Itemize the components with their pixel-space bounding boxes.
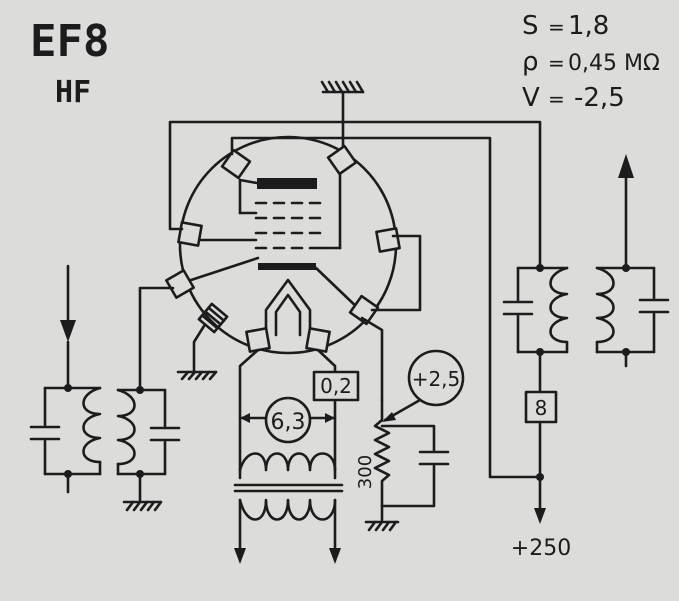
pin xyxy=(375,227,401,253)
output-secondary xyxy=(595,154,670,368)
arrow-down-icon xyxy=(60,320,76,342)
pin xyxy=(305,327,331,353)
wire-g1-loop xyxy=(168,120,542,270)
ground-cathode xyxy=(364,520,400,532)
arrow-up-icon xyxy=(618,154,634,178)
wire-cathode-cap-bottom xyxy=(380,464,436,508)
cathode xyxy=(258,263,316,270)
spec-symbol-rho: ρ xyxy=(522,47,539,77)
pin xyxy=(220,148,252,180)
arrow-down-icon xyxy=(329,548,341,564)
wire-screen xyxy=(230,136,542,479)
spec-sep-s: = xyxy=(548,15,565,39)
locating-key xyxy=(197,302,229,334)
cathode-voltage: +2,5 xyxy=(412,367,461,391)
supply-voltage: +250 xyxy=(511,536,571,561)
output-tank: 8 +250 xyxy=(502,264,571,561)
arrow-down-icon xyxy=(534,508,546,524)
pin xyxy=(326,144,358,176)
wire-cathode xyxy=(360,316,384,402)
wire-cathode-cap-top xyxy=(380,424,436,452)
specs-block: S = 1,8 ρ = 0,45 MΩ V = -2,5 xyxy=(522,11,660,113)
anode-plate xyxy=(257,178,317,189)
tube-application: HF xyxy=(55,75,91,110)
heater-voltage-indicator: 6,3 xyxy=(238,396,337,444)
heater-current: 0,2 xyxy=(320,374,352,398)
wire-pin-right xyxy=(370,234,422,312)
input-tank xyxy=(29,264,181,502)
spec-sep-v: = xyxy=(548,87,565,111)
wire-heater-right xyxy=(316,348,337,472)
heater-current-indicator: 0,2 xyxy=(312,370,360,402)
cathode-voltage-indicator: +2,5 xyxy=(382,349,465,422)
wire-input-grid xyxy=(138,286,175,392)
ground-key xyxy=(176,370,218,381)
tube-pins xyxy=(165,144,401,353)
pin xyxy=(165,269,195,299)
spec-symbol-v: V xyxy=(522,83,540,113)
tube-name: EF8 xyxy=(30,16,109,67)
pin xyxy=(348,294,380,326)
ground-input xyxy=(122,500,163,512)
heater-voltage: 6,3 xyxy=(271,410,306,435)
cathode-resistor: 300 xyxy=(355,398,391,522)
spec-value-rho: 0,45 MΩ xyxy=(568,51,660,76)
spec-value-s: 1,8 xyxy=(568,11,609,41)
spec-symbol-s: S xyxy=(522,11,539,41)
arrow-down-icon xyxy=(234,548,246,564)
cathode-resistor-value: 300 xyxy=(355,455,376,489)
heater-filament-inner xyxy=(274,293,302,337)
tube-electrodes xyxy=(254,178,322,337)
heater-transformer xyxy=(233,452,344,564)
pin xyxy=(177,221,203,247)
wire-key-ground xyxy=(192,324,206,374)
heater-filament xyxy=(264,278,312,337)
spec-value-v: -2,5 xyxy=(574,83,625,113)
spec-sep-rho: = xyxy=(548,51,565,75)
wire-heater-left xyxy=(238,348,260,472)
cathode-capacitor xyxy=(418,450,450,466)
pin xyxy=(245,327,271,353)
anode-current: 8 xyxy=(535,396,548,420)
